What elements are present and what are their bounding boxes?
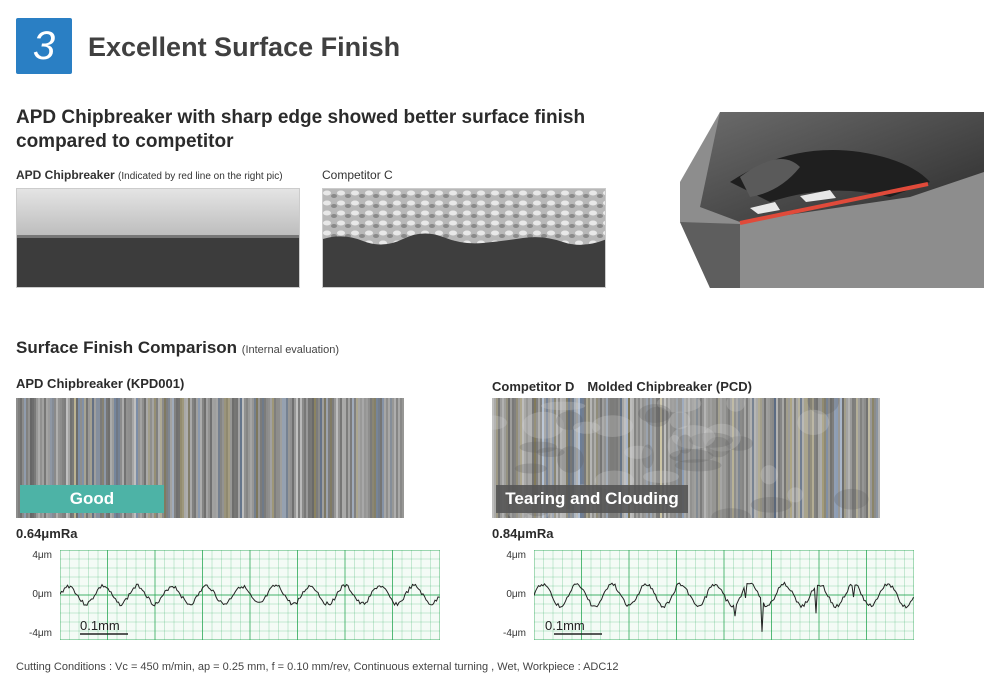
tearing-badge: Tearing and Clouding [496,485,688,513]
apd-edge-label-note: (Indicated by red line on the right pic) [118,171,283,182]
competitor-axis-top: 4μm [506,550,526,561]
page-title: Excellent Surface Finish [88,32,401,62]
headline: APD Chipbreaker with sharp edge showed b… [16,107,586,152]
apd-edge-label-bold: APD Chipbreaker [16,168,115,182]
apd-ra-value: 0.64μmRa [16,526,78,541]
apd-axis-bottom: -4μm [29,628,52,639]
competitor-axis-mid: 0μm [506,589,526,600]
apd-edge-label: APD Chipbreaker (Indicated by red line o… [16,168,283,182]
apd-axis-top: 4μm [32,550,52,561]
section-title-text: Surface Finish Comparison [16,338,238,357]
competitor-profile-chart [533,549,915,641]
apd-edge-photo [16,188,300,288]
good-badge: Good [20,485,164,513]
cutting-conditions: Cutting Conditions : Vc = 450 m/min, ap … [16,661,619,673]
competitor-axis-bottom: -4μm [503,628,526,639]
section-subtitle: (Internal evaluation) [241,344,340,356]
apd-sample-label: APD Chipbreaker (KPD001) [16,376,185,391]
competitor-scale-label: 0.1mm [545,618,585,633]
apd-surface-photo [16,398,404,518]
section-title: Surface Finish Comparison (Internal eval… [16,338,339,358]
competitor-edge-photo [322,188,606,288]
apd-profile-chart [59,549,441,641]
competitor-sample-label: Competitor D Molded Chipbreaker (PCD) [492,379,753,394]
apd-axis-mid: 0μm [32,589,52,600]
apd-scale-label: 0.1mm [80,618,120,633]
section-number-badge: 3 [16,18,72,74]
competitor-edge-label: Competitor C [322,168,393,182]
section-number: 3 [32,23,56,68]
competitor-ra-value: 0.84μmRa [492,526,554,541]
tool-insert-image [680,112,984,288]
